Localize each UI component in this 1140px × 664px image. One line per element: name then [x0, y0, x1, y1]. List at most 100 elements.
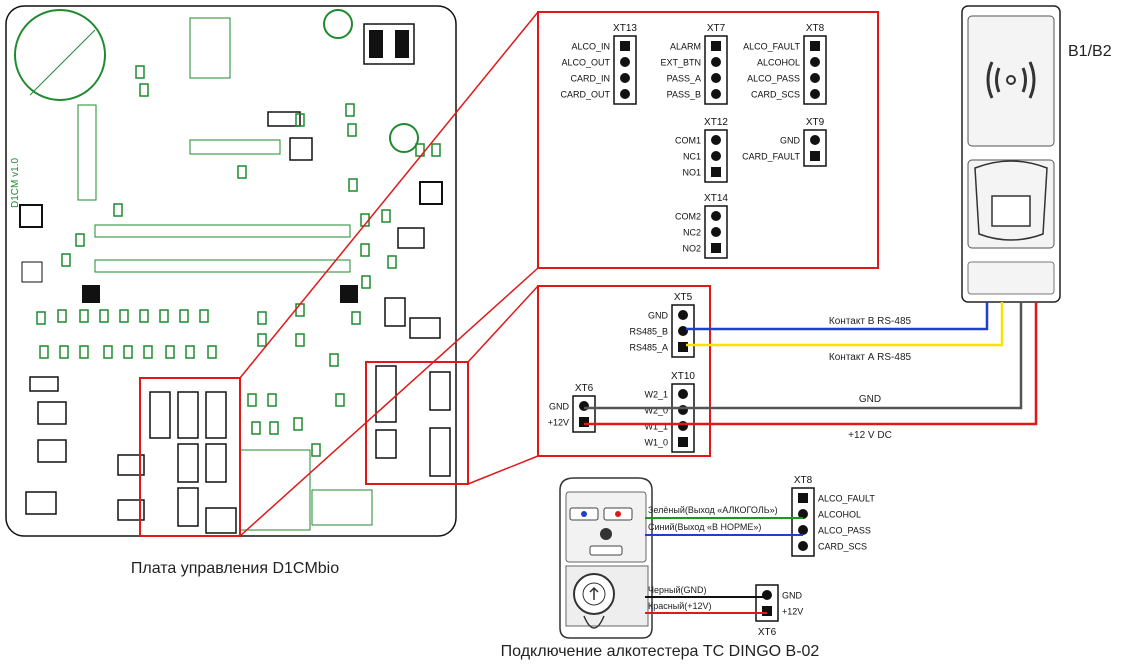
terminal-title: XT6: [575, 383, 594, 394]
reader-device: [961, 5, 1061, 303]
pin-label: +12V: [782, 607, 803, 617]
pin-round: [810, 73, 820, 83]
pin-round: [810, 89, 820, 99]
terminal-title: XT12: [704, 117, 728, 128]
pin-label: RS485_B: [629, 327, 668, 337]
pin-label: NO1: [682, 168, 701, 178]
alco-wire-black-label: Черный(GND): [648, 585, 706, 595]
pin-label: GND: [780, 136, 801, 146]
pin-label: ALCOHOL: [757, 58, 800, 68]
pin-label: CARD_IN: [570, 74, 610, 84]
pin-label: NC1: [683, 152, 701, 162]
pin-round: [762, 590, 772, 600]
pin-label: NC2: [683, 228, 701, 238]
terminal-body: [803, 129, 827, 167]
terminal-xt6: XT6 GND +12V: [755, 584, 803, 638]
pin-round: [678, 310, 688, 320]
pin-label: W2_0: [644, 406, 668, 416]
pin-square: [810, 41, 820, 51]
pin-round: [620, 73, 630, 83]
pin-round: [711, 89, 721, 99]
terminal-body: [803, 35, 827, 105]
pin-round: [579, 401, 589, 411]
pin-label: ALCO_FAULT: [743, 42, 800, 52]
pin-round: [711, 211, 721, 221]
pin-round: [711, 135, 721, 145]
terminal-title: XT10: [671, 371, 695, 382]
pin-square: [762, 606, 772, 616]
pin-square: [620, 41, 630, 51]
board-caption: Плата управления D1CMbio: [131, 560, 339, 577]
alco-wire-green-label: Зелёный(Выход «АЛКОГОЛЬ»): [648, 505, 778, 515]
pin-label: ALCO_FAULT: [818, 494, 875, 504]
pin-label: NO2: [682, 244, 701, 254]
pin-round: [678, 389, 688, 399]
alco-caption: Подключение алкотестера TC DINGO B-02: [501, 643, 820, 660]
pin-round: [620, 89, 630, 99]
pin-label: ALCOHOL: [818, 510, 861, 520]
pin-round: [711, 57, 721, 67]
pin-label: COM1: [675, 136, 701, 146]
pin-round: [798, 541, 808, 551]
pin-round: [798, 525, 808, 535]
pin-label: +12V: [548, 418, 569, 428]
pin-square: [711, 243, 721, 253]
pin-label: GND: [648, 311, 669, 321]
terminal-title: XT7: [707, 23, 726, 34]
terminal-title: XT13: [613, 23, 637, 34]
terminal-body: [613, 35, 637, 105]
terminal-body: [704, 35, 728, 105]
pin-round: [810, 57, 820, 67]
pin-square: [810, 151, 820, 161]
terminal-title: XT8: [794, 475, 813, 486]
pin-label: ALCO_PASS: [747, 74, 800, 84]
pin-label: RS485_A: [629, 343, 668, 353]
pin-label: W2_1: [644, 390, 668, 400]
pin-label: GND: [782, 591, 803, 601]
pin-square: [711, 41, 721, 51]
control-board: [5, 5, 469, 537]
terminal-body: [791, 487, 815, 557]
pin-round: [810, 135, 820, 145]
pin-label: W1_0: [644, 438, 668, 448]
terminal-detail-frame: [537, 11, 879, 269]
pin-label: PASS_A: [667, 74, 701, 84]
alco-wire-blue-label: Синий(Выход «В НОРМЕ»): [648, 522, 761, 532]
pin-label: CARD_OUT: [560, 90, 610, 100]
pin-round: [798, 509, 808, 519]
pin-label: COM2: [675, 212, 701, 222]
wire-label-rs485-b: Контакт B RS-485: [829, 316, 912, 327]
pin-label: PASS_B: [667, 90, 701, 100]
pin-label: GND: [549, 402, 570, 412]
pin-round: [711, 227, 721, 237]
power-bus-detail-frame: [537, 285, 711, 457]
board-silk-title: D1CM v1.0: [10, 158, 21, 208]
pin-label: CARD_SCS: [818, 542, 867, 552]
pin-label: ALCO_OUT: [561, 58, 610, 68]
pin-label: ALARM: [670, 42, 701, 52]
pin-round: [711, 151, 721, 161]
terminal-title: XT5: [674, 292, 693, 303]
pin-round: [620, 57, 630, 67]
pin-label: W1_1: [644, 422, 668, 432]
pin-square: [798, 493, 808, 503]
reader-label: B1/B2: [1068, 43, 1112, 60]
terminal-title: XT6: [758, 627, 777, 638]
terminal-title: XT14: [704, 193, 728, 204]
terminal-body: [671, 383, 695, 453]
pin-round: [678, 326, 688, 336]
pin-label: EXT_BTN: [660, 58, 701, 68]
pin-label: CARD_SCS: [751, 90, 800, 100]
pin-round: [678, 405, 688, 415]
pin-round: [711, 73, 721, 83]
